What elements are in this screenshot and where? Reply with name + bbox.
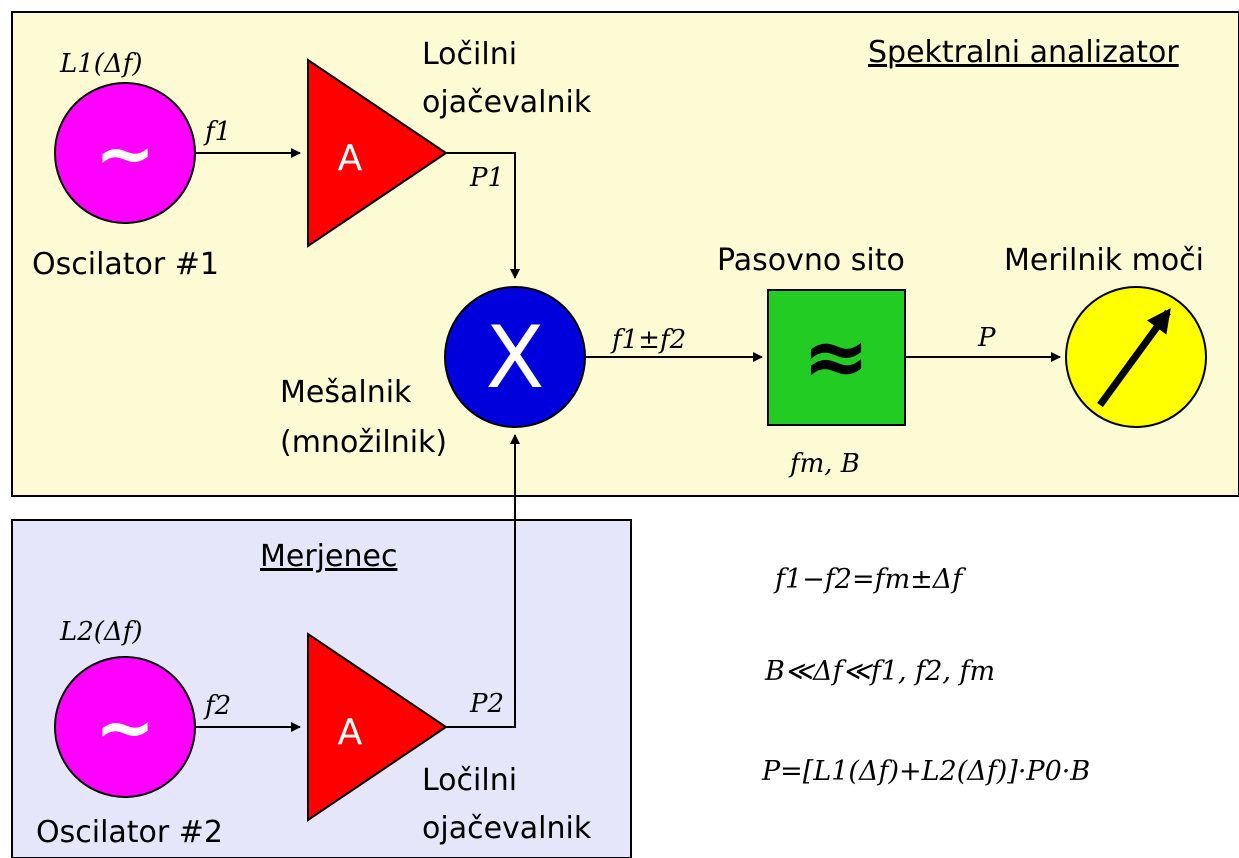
- sine-wave-icon: ~: [95, 111, 155, 195]
- bandpass-filter-caption: Pasovno sito: [717, 243, 905, 278]
- amplifier-1-caption-line2: ojačevalnik: [422, 85, 592, 120]
- oscillator-2-caption: Oscilator #2: [36, 815, 223, 850]
- meter-needle-icon: [1097, 308, 1171, 408]
- amplifier-2-glyph: A: [338, 712, 363, 753]
- oscillator-1-body: [54, 82, 196, 224]
- amplifier-1-caption-line1: Ločilni: [422, 37, 517, 72]
- amplifier-2: A: [307, 632, 448, 822]
- oscillator-1-noise-label: L1(Δf): [59, 49, 143, 79]
- signal-f1-label: f1: [203, 117, 231, 147]
- oscillator-2: ~: [54, 656, 196, 798]
- wire-amp1-mixer: [446, 152, 520, 279]
- mixer-caption-line1: Mešalnik: [280, 375, 412, 410]
- mixer-caption-line2: (množilnik): [280, 425, 447, 460]
- oscillator-2-body: [54, 656, 196, 798]
- multiply-icon: X: [486, 308, 545, 408]
- analyzer-region: [11, 11, 1239, 497]
- mixer: X: [444, 286, 586, 428]
- signal-mix-out-label: f1±f2: [610, 325, 686, 355]
- power-meter: [1065, 286, 1207, 428]
- oscillator-1-caption: Oscilator #1: [32, 247, 219, 282]
- power-meter-caption: Merilnik moči: [1004, 243, 1204, 278]
- oscillator-1: ~: [54, 82, 196, 224]
- amplifier-2-caption-line2: ojačevalnik: [422, 811, 592, 846]
- amplifier-2-caption-line1: Ločilni: [422, 763, 517, 798]
- wire-amp2-mixer: [446, 434, 520, 728]
- amplifier-1: A: [307, 58, 448, 248]
- equation-bandwidth: B≪Δf≪f1, f2, fm: [764, 656, 995, 687]
- equation-power: P=[L1(Δf)+L2(Δf)]·P0·B: [761, 756, 1090, 787]
- amplifier-1-body: [307, 58, 448, 248]
- amplifier-1-glyph: A: [338, 138, 363, 179]
- bandpass-icon: ≈: [802, 310, 869, 403]
- amplifier-2-body: [307, 632, 448, 822]
- equation-frequency: f1−f2=fm±Δf: [773, 564, 966, 595]
- connections: [195, 148, 1061, 732]
- signal-p1-label: P1: [469, 163, 504, 193]
- bandpass-filter: ≈: [767, 289, 906, 426]
- dut-title: Merjenec: [260, 539, 397, 574]
- mixer-body: [444, 286, 586, 428]
- bandpass-filter-params: fm, B: [788, 449, 860, 479]
- sine-wave-icon: ~: [95, 685, 155, 769]
- signal-p2-label: P2: [469, 689, 504, 719]
- signal-p-out-label: P: [977, 323, 996, 353]
- analyzer-title: Spektralni analizator: [868, 35, 1179, 70]
- bandpass-filter-body: [767, 289, 906, 426]
- oscillator-2-noise-label: L2(Δf): [59, 617, 143, 647]
- signal-f2-label: f2: [203, 691, 231, 721]
